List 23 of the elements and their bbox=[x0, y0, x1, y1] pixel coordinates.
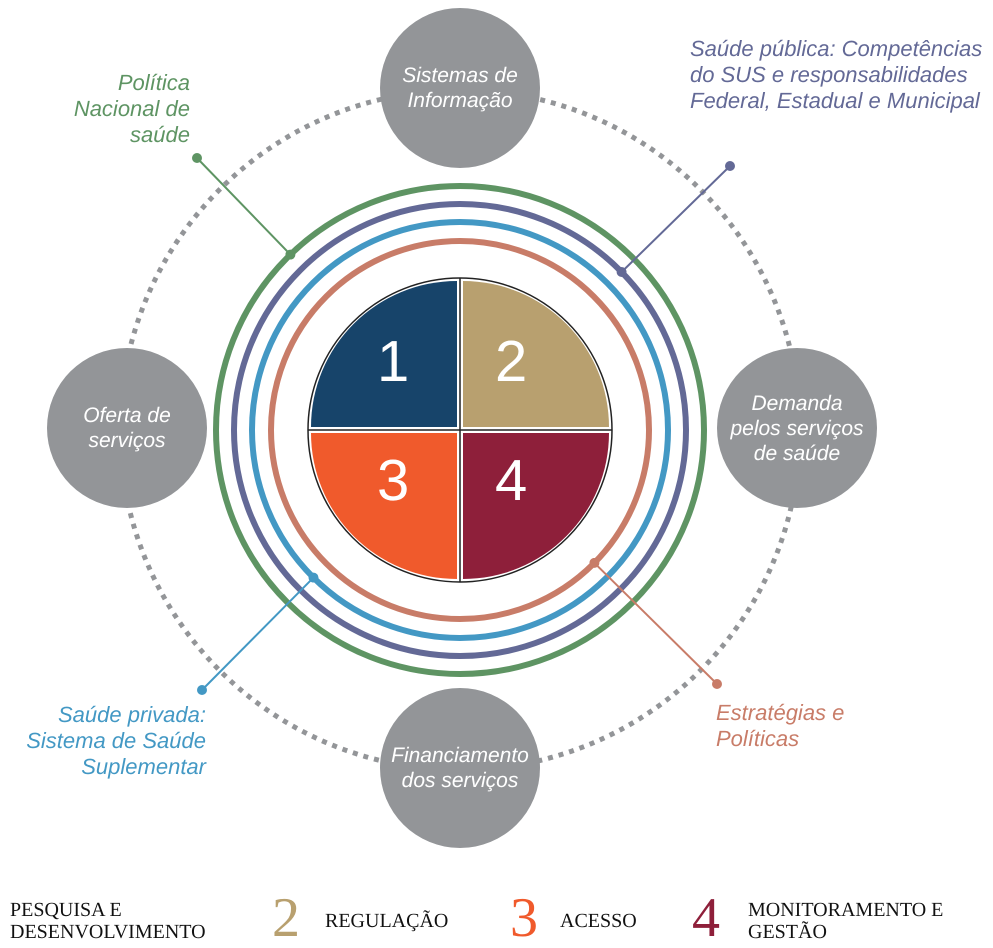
leader-line bbox=[616, 161, 735, 277]
legend-number: 2 bbox=[272, 890, 300, 946]
legend-text: PESQUISA E DESENVOLVIMENTO bbox=[10, 899, 207, 943]
topic-circle: Financiamento dos serviços bbox=[380, 688, 540, 848]
legend-text: MONITORAMENTO E GESTÃO bbox=[748, 899, 944, 943]
callout-text: Saúde privada: Sistema de Saúde Suplementar bbox=[20, 702, 206, 780]
leader-line bbox=[197, 572, 318, 695]
callout-text: Saúde pública: Competências do SUS e responsabilidades Federal, Estadual e Municipal bbox=[690, 36, 993, 114]
leader-line bbox=[192, 153, 296, 260]
quadrant-number: 3 bbox=[377, 451, 410, 511]
callout-text: Estratégias e Políticas bbox=[716, 700, 876, 752]
legend-text: REGULAÇÃO bbox=[325, 910, 450, 932]
topic-circle: Demanda pelos serviços de saúde bbox=[717, 348, 877, 508]
leader-line bbox=[589, 558, 722, 689]
quadrant-number: 2 bbox=[495, 332, 528, 392]
legend-number: 4 bbox=[692, 890, 720, 946]
quadrant-number: 1 bbox=[377, 332, 410, 392]
callout-text: Política Nacional de saúde bbox=[40, 70, 190, 148]
legend-number: 3 bbox=[510, 890, 538, 946]
topic-circle: Oferta de serviços bbox=[47, 348, 207, 508]
legend-text: ACESSO bbox=[560, 910, 638, 932]
topic-circle: Sistemas de Informação bbox=[380, 8, 540, 168]
quadrant-number: 4 bbox=[495, 451, 528, 511]
